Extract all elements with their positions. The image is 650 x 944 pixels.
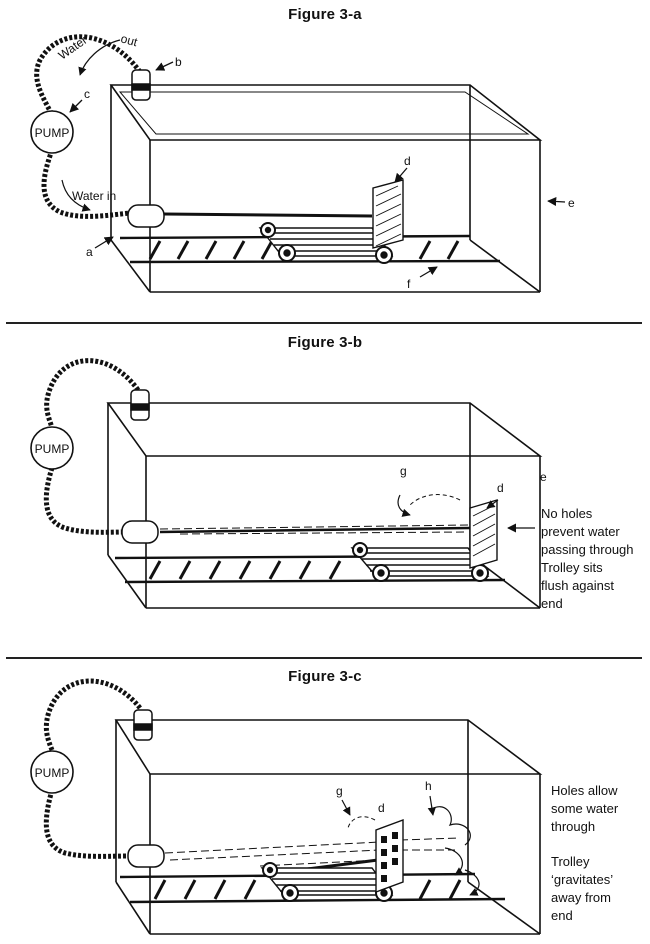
figure-3b-diagram: PUMP g d e bbox=[30, 358, 547, 609]
note-line: some water bbox=[551, 801, 619, 816]
label-d: d bbox=[404, 154, 411, 168]
note-line: Holes allow bbox=[551, 783, 618, 798]
figure-3c-diagram: PUMP bbox=[30, 678, 543, 935]
note-line: away from bbox=[551, 890, 611, 905]
tank-c bbox=[114, 719, 543, 935]
note-holes-allow: Holes allow some water through bbox=[551, 782, 618, 836]
figure-3a-title: Figure 3-a bbox=[288, 6, 362, 23]
water-stream-b bbox=[159, 524, 471, 535]
label-b: b bbox=[175, 55, 182, 69]
figure-3a-diagram: PUMP bbox=[30, 31, 575, 293]
pump-label: PUMP bbox=[35, 766, 70, 780]
label-e: e bbox=[568, 196, 575, 210]
figure-3c-title: Figure 3-c bbox=[288, 668, 362, 685]
label-h: h bbox=[425, 779, 432, 793]
label-d: d bbox=[378, 801, 385, 815]
label-f: f bbox=[407, 277, 411, 291]
label-d: d bbox=[497, 481, 504, 495]
figure-3b-title: Figure 3-b bbox=[287, 334, 363, 351]
hose-a bbox=[34, 34, 143, 219]
pump-b: PUMP bbox=[30, 426, 74, 470]
pump-label: PUMP bbox=[35, 442, 70, 456]
note-trolley-gravitates: Trolley ‘gravitates’ away from end bbox=[551, 853, 613, 925]
label-g: g bbox=[336, 784, 343, 798]
trolley-c bbox=[260, 862, 394, 902]
note-no-holes: No holes prevent water passing through T… bbox=[541, 505, 634, 613]
plate-b bbox=[469, 499, 498, 569]
note-line: Trolley sits bbox=[541, 560, 603, 575]
note-line: Trolley bbox=[551, 854, 590, 869]
label-c: c bbox=[84, 87, 90, 101]
note-line: end bbox=[541, 596, 563, 611]
inlet-fitting-a bbox=[127, 204, 165, 228]
label-g: g bbox=[400, 464, 407, 478]
divider-2 bbox=[6, 657, 642, 659]
trolley-a bbox=[258, 222, 394, 264]
note-line: end bbox=[551, 908, 573, 923]
hose-b bbox=[43, 358, 141, 535]
pump-a: PUMP bbox=[30, 110, 74, 154]
note-line: prevent water bbox=[541, 524, 620, 539]
note-line: No holes bbox=[541, 506, 593, 521]
plate-c bbox=[375, 818, 404, 894]
pump-c: PUMP bbox=[30, 750, 74, 794]
note-line: passing through bbox=[541, 542, 634, 557]
inlet-fitting-c bbox=[127, 844, 165, 868]
label-water-in: Water in bbox=[72, 189, 116, 203]
outlet-fitting-a bbox=[131, 69, 151, 101]
note-line: through bbox=[551, 819, 596, 834]
divider-1 bbox=[6, 322, 642, 324]
inlet-fitting-b bbox=[121, 520, 159, 544]
water-stream-c bbox=[164, 837, 461, 867]
note-line: flush against bbox=[541, 578, 614, 593]
pump-label: PUMP bbox=[35, 126, 70, 140]
note-line: ‘gravitates’ bbox=[551, 872, 614, 887]
trolley-b bbox=[350, 542, 490, 582]
label-out: out bbox=[119, 31, 139, 49]
label-water: Water bbox=[56, 33, 90, 63]
label-a: a bbox=[86, 245, 93, 259]
label-e: e bbox=[540, 470, 547, 484]
plate-a bbox=[372, 179, 404, 249]
hose-c bbox=[43, 678, 142, 859]
